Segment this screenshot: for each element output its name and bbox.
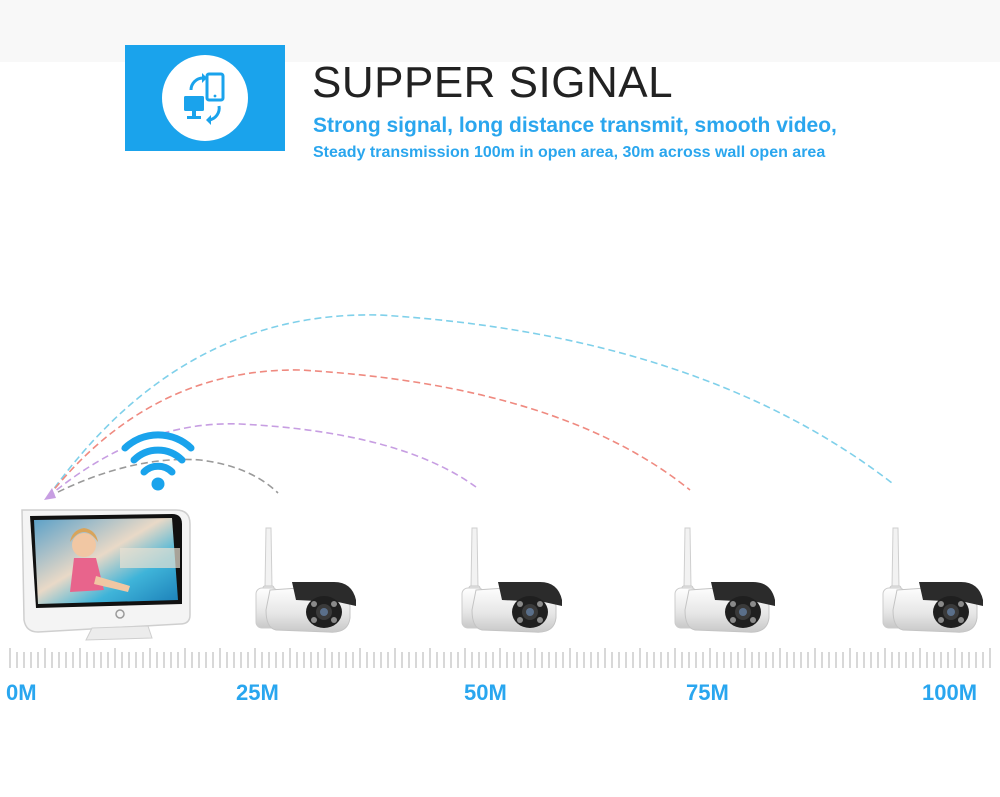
subtitle-line-2: Steady transmission 100m in open area, 3… xyxy=(313,144,826,161)
distance-label-75m: 75M xyxy=(686,680,729,705)
distance-label-0m: 0M xyxy=(6,680,37,705)
distance-ruler xyxy=(9,648,991,668)
monitor-icon xyxy=(21,509,191,641)
distance-label-50m: 50M xyxy=(464,680,507,705)
camera-icon xyxy=(255,527,357,633)
camera-icon xyxy=(674,527,776,633)
devices-sync-icon xyxy=(162,55,248,141)
wifi-icon xyxy=(121,431,195,491)
page-title: SUPPER SIGNAL xyxy=(312,58,674,107)
distance-label-100m: 100M xyxy=(922,680,978,705)
signal-arc-25m xyxy=(47,458,279,498)
signal-feature-badge xyxy=(125,45,285,151)
camera-icon xyxy=(882,527,984,633)
signal-arc-75m xyxy=(47,369,691,498)
distance-label-25m: 25M xyxy=(236,680,279,705)
camera-icon xyxy=(461,527,563,633)
signal-arc-100m xyxy=(47,314,893,498)
signal-arc-50m xyxy=(47,423,477,498)
subtitle-line-1: Strong signal, long distance transmit, s… xyxy=(313,114,837,137)
